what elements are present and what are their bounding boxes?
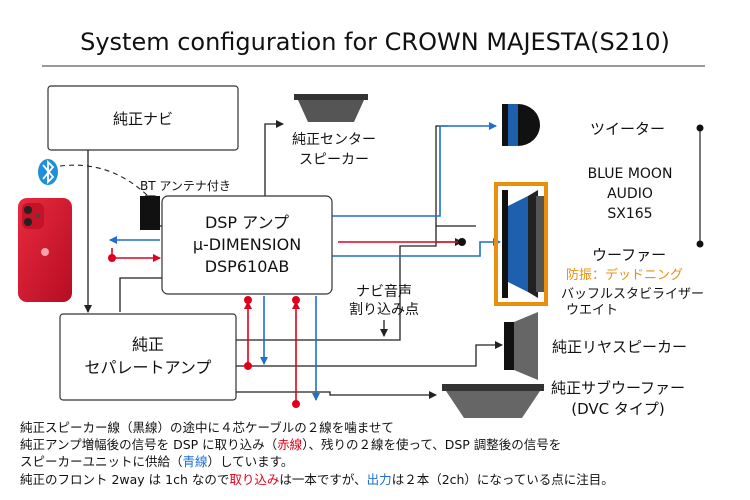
note-line3: スピーカーユニットに供給（青線）しています。 [20,454,293,469]
baffle-label-line2: ウエイト [566,303,618,318]
bluetooth-link [59,164,149,197]
woofer-label: ウーファー [592,246,666,264]
navi-box [47,85,239,151]
amp-label-line2: セパレートアンプ [85,358,212,377]
navi-audio-label-line2: 割り込み点 [349,301,419,318]
center-speaker-icon [294,94,368,122]
smartphone-icon [18,198,72,302]
subwoofer-label-line2: (DVC タイプ) [571,400,665,418]
subwoofer-label-line1: 純正サブウーファー [551,379,685,397]
woofer-frame [494,182,548,306]
brand-label-line1: BLUE MOON [588,166,673,182]
red-junctions [108,254,300,408]
subwoofer-icon [442,384,544,418]
center-speaker-label-line1: 純正センター [292,132,376,148]
black-junction [458,238,466,246]
tweeter-icon [502,104,540,146]
note-line1: 純正スピーカー線（黒線）の途中に４芯ケーブルの２線を噛ませて [20,420,394,435]
damping-label: 防振：デッドニング [566,267,683,283]
woofer-icon [502,190,544,298]
note-line4: 純正のフロント 2way は 1ch なので取り込みは一本ですが、出力は２本（2… [20,472,614,487]
baffle-label-line1: バッフルスタビライザー [561,287,704,302]
blue-wiring [109,122,501,401]
bracket-dot-top [696,124,704,132]
amp-label-line1: 純正 [132,335,164,354]
dsp-label-line3: DSP610AB [205,257,290,276]
bracket-dot-bottom [696,240,704,248]
brand-label-line2: AUDIO [607,186,653,202]
navi-audio-label-line1: ナビ音声 [356,283,412,300]
rear-speaker-label: 純正リヤスピーカー [552,338,687,356]
bt-antenna-plug [140,196,160,230]
center-speaker-label-line2: スピーカー [299,152,369,168]
dsp-label-line1: DSP アンプ [205,213,289,232]
rear-speaker-icon [504,312,538,380]
note-line2: 純正アンプ増幅後の信号を DSP に取り込み（赤線）、残りの２線を使って、DSP… [20,437,561,452]
amp-box [59,313,237,401]
dsp-label-line2: μ-DIMENSION [193,235,301,254]
navi-label: 純正ナビ [113,110,173,128]
dsp-box [161,195,333,295]
bluetooth-icon [38,159,58,185]
tweeter-label: ツイーター [590,120,665,138]
brand-label-line3: SX165 [607,206,652,222]
diagram-title: System configuration for CROWN MAJESTA(S… [80,28,670,56]
bt-antenna-label: BT アンテナ付き [140,179,231,193]
red-wiring [111,241,462,404]
